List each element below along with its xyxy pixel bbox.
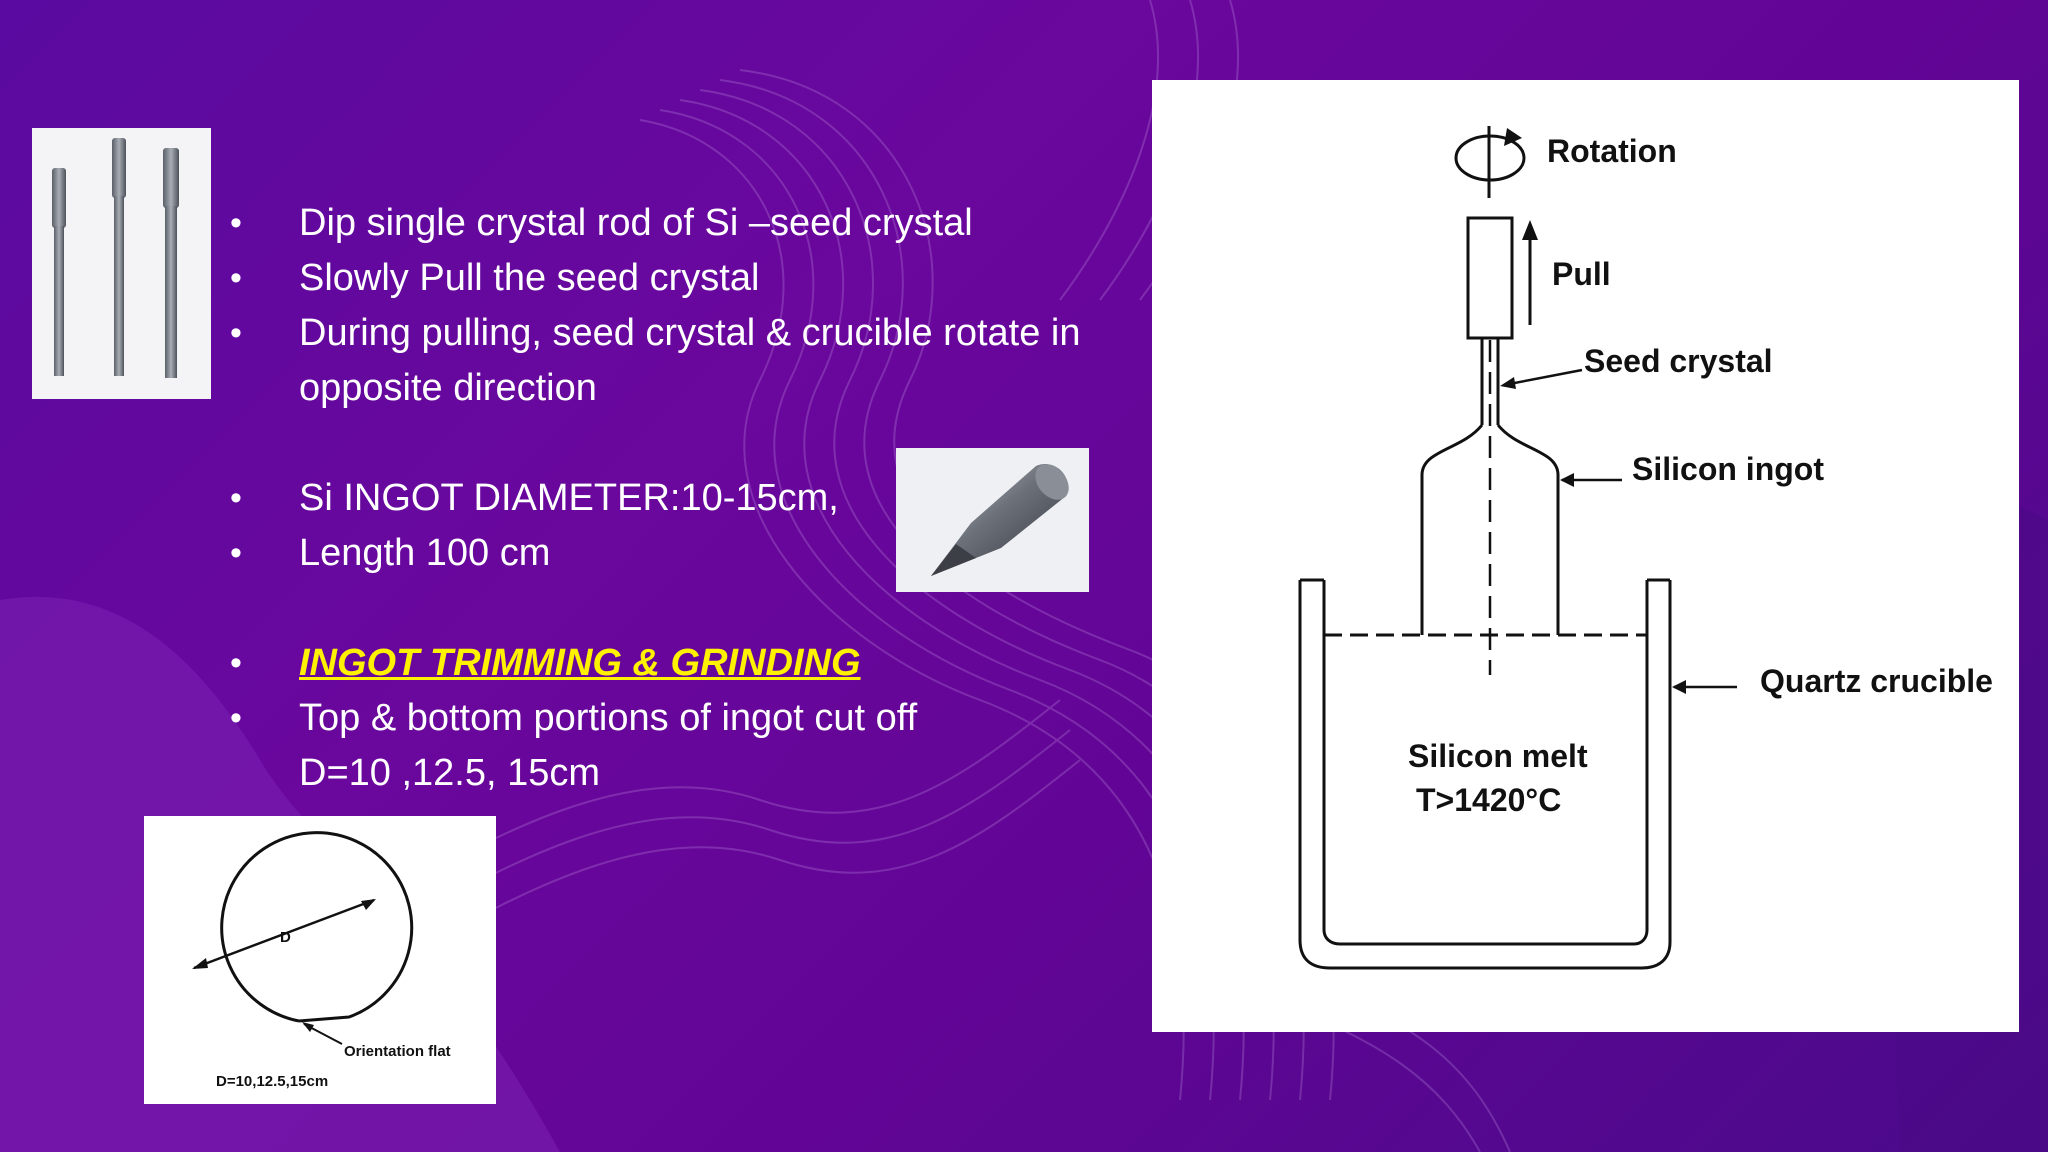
silicon-ingot-outline bbox=[1420, 424, 1484, 635]
seed-holder bbox=[1466, 216, 1514, 340]
pull-label: Pull bbox=[1552, 256, 1611, 292]
bullet-ingot-length: Length 100 cm bbox=[228, 526, 1179, 581]
bullet-ingot-diameter: Si INGOT DIAMETER:10-15cm, bbox=[228, 471, 1179, 526]
czochralski-diagram-svg: Rotation Pull Seed crystal Silicon ingot… bbox=[1298, 126, 1993, 970]
trimming-heading-text: INGOT TRIMMING & GRINDING bbox=[299, 642, 861, 684]
wafer-diameter-diagram: D Orientation flat D=10,12.5,15cm bbox=[144, 816, 496, 1104]
bullet-list: Dip single crystal rod of Si –seed cryst… bbox=[228, 196, 1179, 801]
seed-crystal-label: Seed crystal bbox=[1584, 343, 1773, 379]
bullet-dip-seed: Dip single crystal rod of Si –seed cryst… bbox=[228, 196, 1179, 251]
silicon-melt-label: Silicon melt bbox=[1408, 738, 1588, 774]
diameter-values-line: D=10 ,12.5, 15cm bbox=[299, 752, 601, 794]
bullet-top-bottom-cut: Top & bottom portions of ingot cut off bbox=[228, 691, 1179, 746]
rotation-label: Rotation bbox=[1547, 133, 1677, 169]
bullet-pull-seed: Slowly Pull the seed crystal bbox=[228, 251, 1179, 306]
orientation-flat-label: Orientation flat bbox=[344, 1043, 451, 1060]
melt-temperature-label: T>1420°C bbox=[1416, 782, 1561, 818]
silicon-ingot-label: Silicon ingot bbox=[1632, 451, 1824, 487]
bullet-rotate: During pulling, seed crystal & crucible … bbox=[228, 306, 1129, 416]
wafer-d-label: D bbox=[280, 929, 291, 946]
quartz-crucible-label: Quartz crucible bbox=[1760, 663, 1993, 699]
wafer-diameter-values: D=10,12.5,15cm bbox=[216, 1073, 328, 1090]
bullet-trimming-heading: INGOT TRIMMING & GRINDING bbox=[228, 636, 1179, 691]
quartz-crucible-outline bbox=[1298, 580, 1672, 970]
wafer-diagram-svg: D Orientation flat D=10,12.5,15cm bbox=[192, 831, 451, 1090]
seed-crystal-rods-image bbox=[32, 128, 211, 399]
czochralski-diagram: Rotation Pull Seed crystal Silicon ingot… bbox=[1152, 80, 2019, 1032]
